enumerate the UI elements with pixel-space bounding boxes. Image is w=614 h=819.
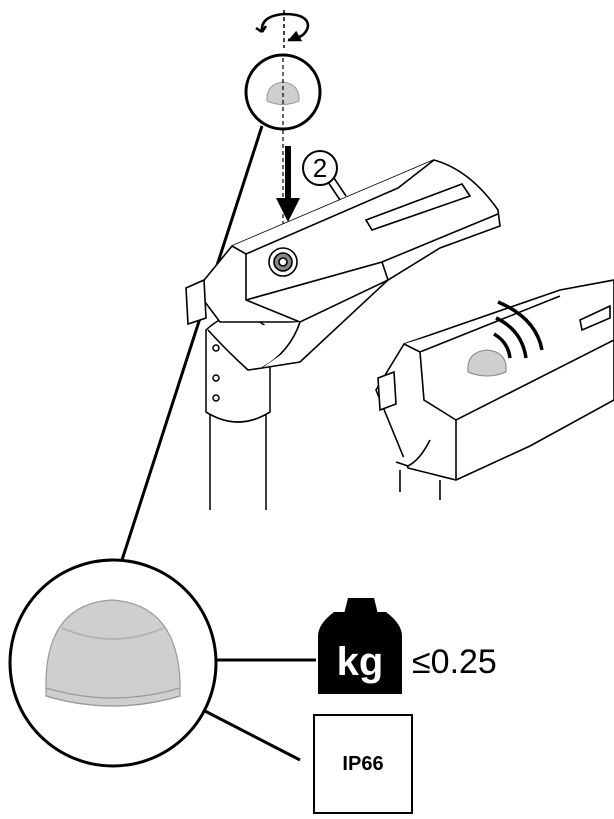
weight-unit: kg: [336, 640, 384, 684]
down-arrow-icon: [276, 130, 300, 262]
weight-icon: [318, 598, 402, 694]
rotate-arrow-icon: [255, 10, 310, 48]
luminaire-secondary: [375, 279, 614, 500]
leader-lines: [120, 125, 316, 762]
large-cap-detail: [8, 558, 218, 768]
luminaire-main: [185, 159, 501, 371]
ip-rating-box: IP66: [313, 714, 413, 814]
weight-limit: ≤0.25: [412, 643, 497, 681]
step-circle: [302, 150, 338, 186]
ip-rating-label: IP66: [342, 752, 384, 775]
small-cap-detail: [244, 53, 322, 131]
signal-waves-icon: [493, 300, 544, 359]
step-number: 2: [312, 153, 328, 183]
